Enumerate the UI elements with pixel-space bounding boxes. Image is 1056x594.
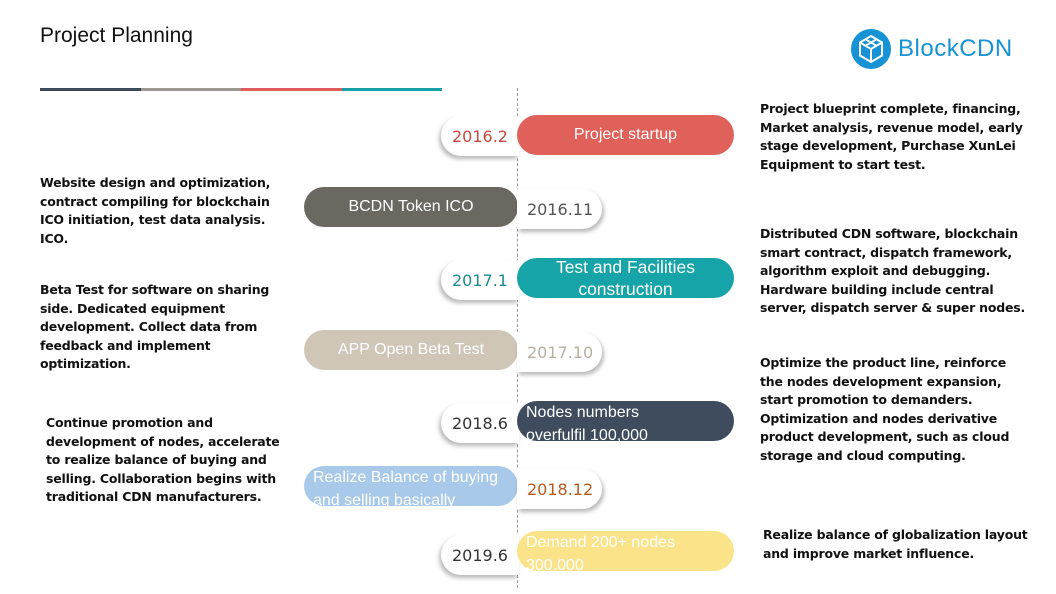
- milestone-description: Realize balance of globalization layout …: [763, 527, 1028, 561]
- milestone-description: Distributed CDN software, blockchain sma…: [760, 226, 1026, 316]
- page-title: Project Planning: [40, 24, 193, 47]
- title-underline-segment-3: [241, 88, 342, 91]
- milestone-label: BCDN Token ICO: [348, 198, 474, 215]
- milestone-date-2018-6: 2018.6: [441, 403, 519, 443]
- title-underline: [40, 88, 442, 91]
- milestone-pill-test-facilities: Test and Facilities construction: [517, 257, 734, 299]
- milestone-description: Project blueprint complete, financing, M…: [760, 101, 1023, 172]
- milestone-pill-demand-nodes: Demand 200+ nodes 300,000: [517, 531, 734, 571]
- milestone-pill-nodes-100000: Nodes numbers overfulfil 100,000: [517, 401, 734, 441]
- milestone-date-2017-1: 2017.1: [441, 260, 519, 300]
- milestone-description: Optimize the product line, reinforce the…: [760, 355, 1010, 463]
- milestone-date-2016-2: 2016.2: [441, 116, 519, 156]
- milestone-label: Demand 200+ nodes 300,000: [526, 534, 675, 571]
- milestone-description: Beta Test for software on sharing side. …: [40, 282, 270, 372]
- title-underline-segment-1: [40, 88, 141, 91]
- title-underline-segment-2: [140, 88, 241, 91]
- milestone-label: Realize Balance of buying and selling ba…: [313, 469, 499, 506]
- milestone-date-2018-12: 2018.12: [517, 469, 602, 509]
- milestone-pill-realize-balance: Realize Balance of buying and selling ba…: [304, 466, 518, 506]
- milestone-pill-project-startup: Project startup: [517, 115, 734, 155]
- milestone-description: Website design and optimization, contrac…: [40, 175, 271, 246]
- milestone-label: Test and Facilities construction: [555, 257, 696, 299]
- brand-logo: BlockCDN: [850, 28, 1013, 70]
- milestone-label: APP Open Beta Test: [337, 341, 485, 358]
- title-underline-segment-4: [341, 88, 442, 91]
- milestone-date-2019-6: 2019.6: [441, 535, 519, 575]
- milestone-label: Project startup: [573, 126, 678, 143]
- milestone-date-2017-10: 2017.10: [517, 332, 602, 372]
- brand-name: BlockCDN: [898, 35, 1013, 62]
- cube-icon: [851, 29, 891, 69]
- milestone-description: Continue promotion and development of no…: [46, 415, 280, 505]
- milestone-pill-app-open-beta: APP Open Beta Test: [304, 330, 518, 370]
- milestone-pill-bcdn-token-ico: BCDN Token ICO: [304, 187, 518, 227]
- milestone-label: Nodes numbers overfulfil 100,000: [526, 404, 648, 441]
- milestone-date-2016-11: 2016.11: [517, 189, 602, 229]
